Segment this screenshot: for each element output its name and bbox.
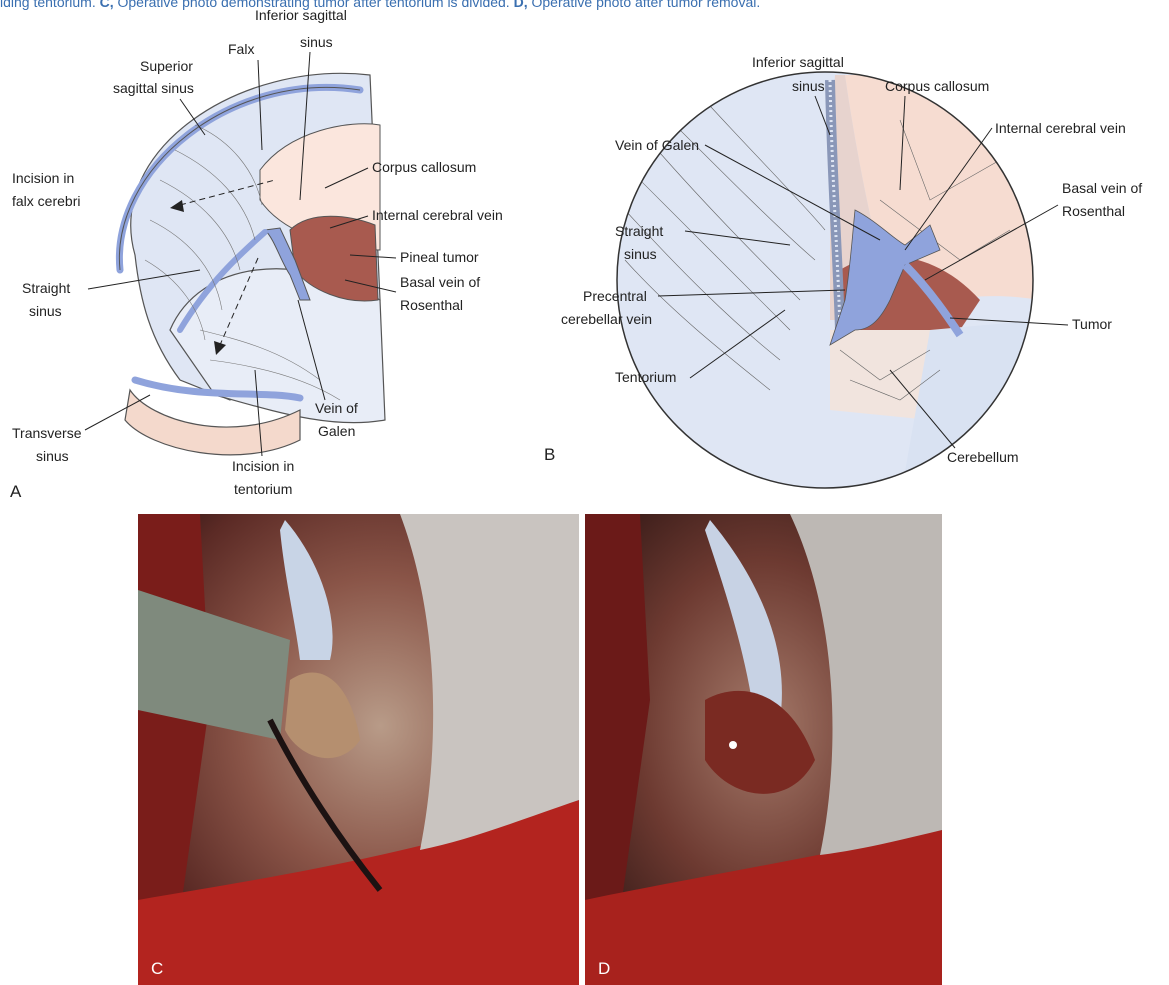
- label-b-vein-of-galen: Vein of Galen: [615, 137, 699, 153]
- label-b-straight-sinus-2: sinus: [624, 246, 657, 262]
- label-a-inferior-sagittal-2: sinus: [300, 34, 333, 50]
- label-b-basal-vein-1: Basal vein of: [1062, 180, 1142, 196]
- label-b-inferior-sagittal-1: Inferior sagittal: [752, 54, 844, 70]
- label-a-straight-sinus-1: Straight: [22, 280, 70, 296]
- label-a-internal-cerebral-vein: Internal cerebral vein: [372, 207, 503, 223]
- photo-letter-d: D: [598, 959, 610, 978]
- label-a-vein-of-galen-1: Vein of: [315, 400, 358, 416]
- label-a-incision-falx-2: falx cerebri: [12, 193, 80, 209]
- photo-c: C: [138, 514, 579, 985]
- label-a-falx: Falx: [228, 41, 254, 57]
- label-b-basal-vein-2: Rosenthal: [1062, 203, 1125, 219]
- panel-a-illustration: [119, 73, 385, 454]
- photo-letter-c: C: [151, 959, 163, 978]
- label-b-cerebellum: Cerebellum: [947, 449, 1019, 465]
- label-b-precentral-2: cerebellar vein: [561, 311, 652, 327]
- label-b-corpus-callosum: Corpus callosum: [885, 78, 989, 94]
- panel-letter-a: A: [10, 482, 22, 501]
- label-a-incision-tentorium-1: Incision in: [232, 458, 294, 474]
- label-a-transverse-sinus-2: sinus: [36, 448, 69, 464]
- label-a-pineal-tumor: Pineal tumor: [400, 249, 479, 265]
- label-b-straight-sinus-1: Straight: [615, 223, 663, 239]
- label-a-transverse-sinus-1: Transverse: [12, 425, 82, 441]
- label-b-precentral-1: Precentral: [583, 288, 647, 304]
- label-b-tentorium: Tentorium: [615, 369, 676, 385]
- label-a-incision-falx-1: Incision in: [12, 170, 74, 186]
- label-a-corpus-callosum: Corpus callosum: [372, 159, 476, 175]
- panel-letter-b: B: [544, 445, 555, 464]
- label-a-basal-vein-1: Basal vein of: [400, 274, 480, 290]
- label-a-inferior-sagittal-1: Inferior sagittal: [255, 7, 347, 23]
- label-a-superior-sagittal-1: Superior: [140, 58, 193, 74]
- label-a-basal-vein-2: Rosenthal: [400, 297, 463, 313]
- label-a-incision-tentorium-2: tentorium: [234, 481, 292, 497]
- label-b-tumor: Tumor: [1072, 316, 1112, 332]
- label-a-superior-sagittal-2: sagittal sinus: [113, 80, 194, 96]
- label-a-straight-sinus-2: sinus: [29, 303, 62, 319]
- photo-d: D: [585, 514, 942, 985]
- label-a-vein-of-galen-2: Galen: [318, 423, 355, 439]
- label-b-internal-cerebral-vein: Internal cerebral vein: [995, 120, 1126, 136]
- label-b-inferior-sagittal-2: sinus: [792, 78, 825, 94]
